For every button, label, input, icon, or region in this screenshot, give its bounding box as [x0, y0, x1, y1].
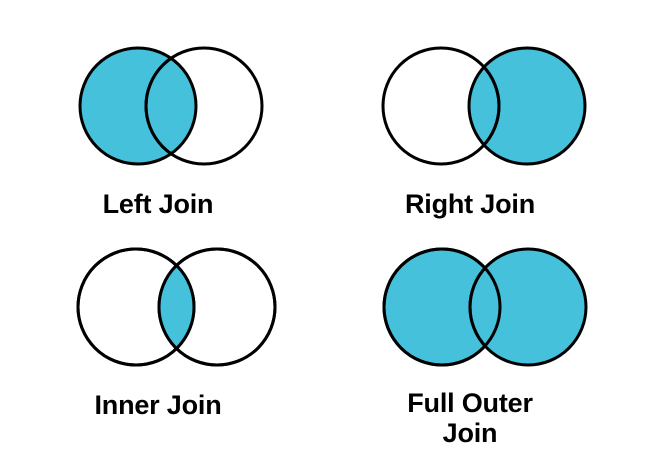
right-circle-outline — [467, 46, 587, 166]
left-circle-outline — [381, 46, 501, 166]
left-circle-outline-top — [382, 247, 502, 367]
diagram-label-inner-join: Inner Join — [94, 390, 222, 420]
diagram-label-left-join: Left Join — [102, 189, 214, 219]
diagram-label-full-outer-join: Full Outer Join — [407, 388, 533, 449]
venn-inner-join — [18, 241, 298, 373]
right-circle-fill — [468, 247, 588, 367]
diagram-right-join: Right Join — [330, 40, 610, 219]
venn-right-join — [330, 40, 610, 172]
diagram-full-outer-join: Full Outer Join — [330, 241, 610, 448]
venn-left-join — [18, 40, 298, 172]
overlap-boundary-arc — [469, 48, 501, 164]
diagram-left-join: Left Join — [18, 40, 298, 219]
right-circle-outline-top — [157, 247, 277, 367]
overlap-boundary-arc — [144, 48, 196, 164]
left-circle-outline — [78, 46, 198, 166]
diagram-label-right-join: Right Join — [405, 189, 535, 219]
left-circle-fill — [80, 48, 196, 164]
left-circle-outline-top — [76, 247, 196, 367]
diagram-inner-join: Inner Join — [18, 241, 298, 420]
overlap-boundary-arc — [468, 249, 500, 365]
right-circle-fill — [469, 48, 585, 164]
venn-full-outer-join — [330, 241, 610, 373]
